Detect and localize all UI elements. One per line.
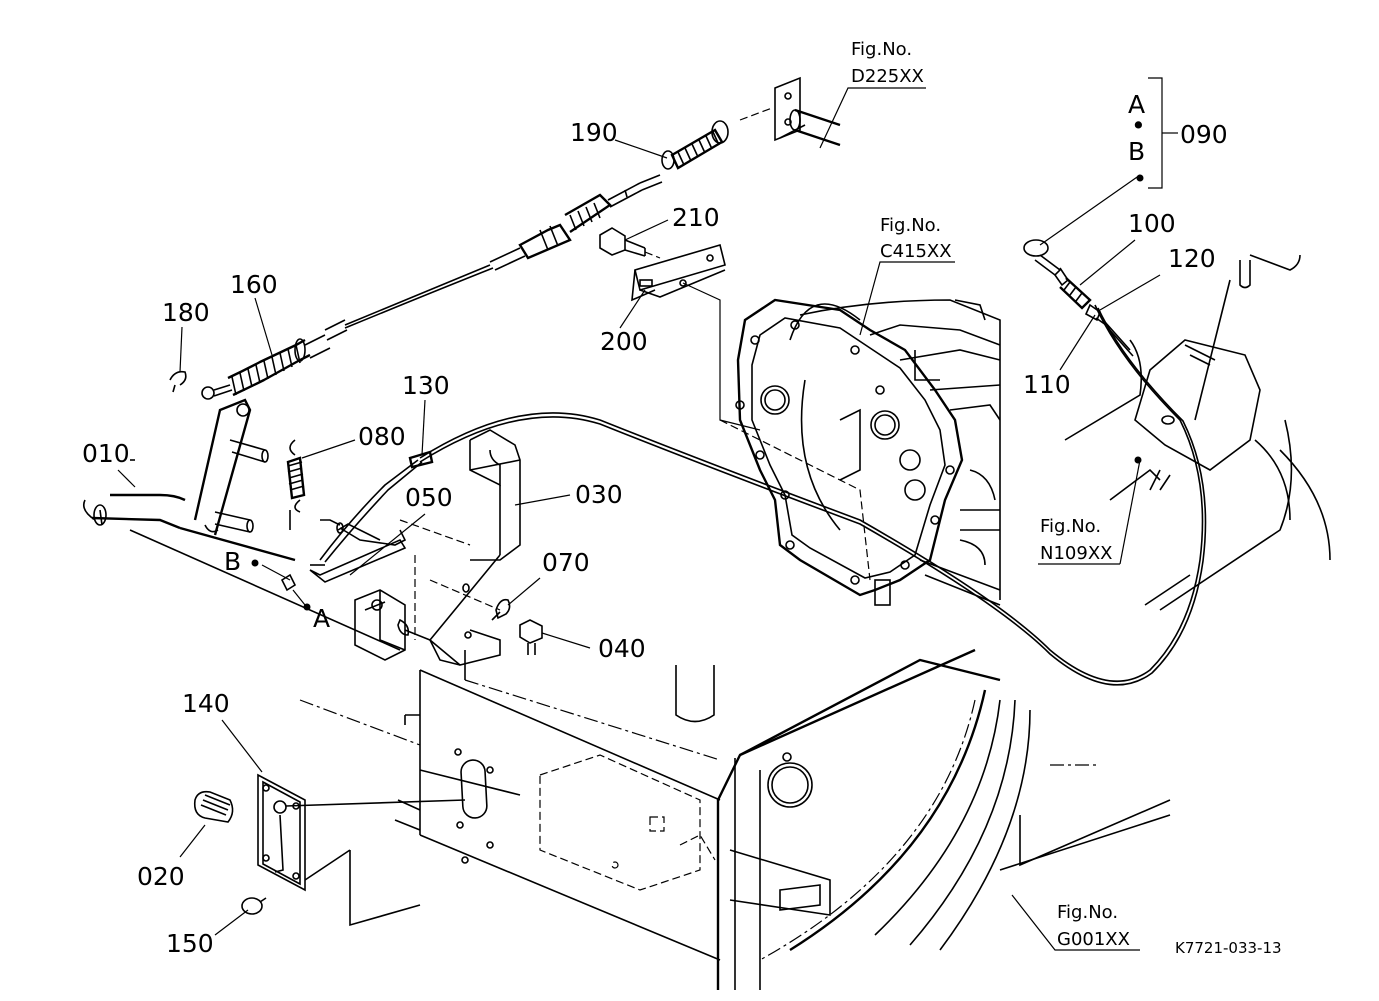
knob-020	[193, 790, 234, 823]
callout-080: 080	[358, 422, 406, 451]
marker-a-left: A	[313, 604, 330, 633]
callout-150: 150	[166, 929, 214, 958]
fig-n109-code: N109XX	[1040, 543, 1112, 564]
rod-050	[280, 439, 434, 592]
fig-g001-label: Fig.No.	[1057, 902, 1118, 923]
callout-200: 200	[600, 327, 648, 356]
callout-010: 010	[82, 439, 130, 468]
callout-090: 090	[1180, 120, 1228, 149]
callout-180: 180	[162, 298, 210, 327]
knob-assy-090	[1023, 77, 1331, 611]
marker-ab-separator: •	[1131, 111, 1146, 140]
callout-190: 190	[570, 118, 618, 147]
fig-d225-label: Fig.No.	[851, 39, 912, 60]
fig-g001-code: G001XX	[1057, 929, 1130, 950]
spring-190	[661, 76, 841, 170]
fig-d225-code: D225XX	[851, 66, 924, 87]
marker-b-top: B	[1128, 137, 1145, 166]
callout-100: 100	[1128, 209, 1176, 238]
bolt-040	[519, 619, 543, 655]
plate-140	[257, 773, 466, 892]
bracket-200	[599, 227, 761, 431]
fig-n109-label: Fig.No.	[1040, 516, 1101, 537]
pedal-shaft-010	[82, 398, 401, 651]
callout-030: 030	[575, 480, 623, 509]
fig-c415-code: C415XX	[880, 241, 952, 262]
plug-150	[241, 897, 267, 915]
drawing-code: K7721-033-13	[1175, 939, 1282, 957]
callout-160: 160	[230, 270, 278, 299]
callout-070: 070	[542, 548, 590, 577]
cable-160	[130, 174, 1207, 686]
callout-120: 120	[1168, 244, 1216, 273]
leader-lines	[117, 87, 1161, 951]
frame-body	[299, 555, 1171, 990]
callout-140: 140	[182, 689, 230, 718]
figure-references: Fig.No. D225XX Fig.No. C415XX Fig.No. N1…	[851, 39, 1130, 950]
clip-070	[491, 598, 511, 621]
callout-110: 110	[1023, 370, 1071, 399]
callout-040: 040	[598, 634, 646, 663]
callout-020: 020	[137, 862, 185, 891]
callout-050: 050	[405, 483, 453, 512]
callout-labels: 010 020 030 040 050 070 080 090 100 110 …	[82, 90, 1228, 958]
marker-dots	[251, 174, 1144, 611]
marker-b-left: B	[224, 547, 241, 576]
callout-210: 210	[672, 203, 720, 232]
fig-c415-label: Fig.No.	[880, 215, 941, 236]
transmission-case	[719, 298, 1001, 606]
callout-130: 130	[402, 371, 450, 400]
marker-a-top: A	[1128, 90, 1145, 119]
bracket-030	[354, 429, 521, 666]
